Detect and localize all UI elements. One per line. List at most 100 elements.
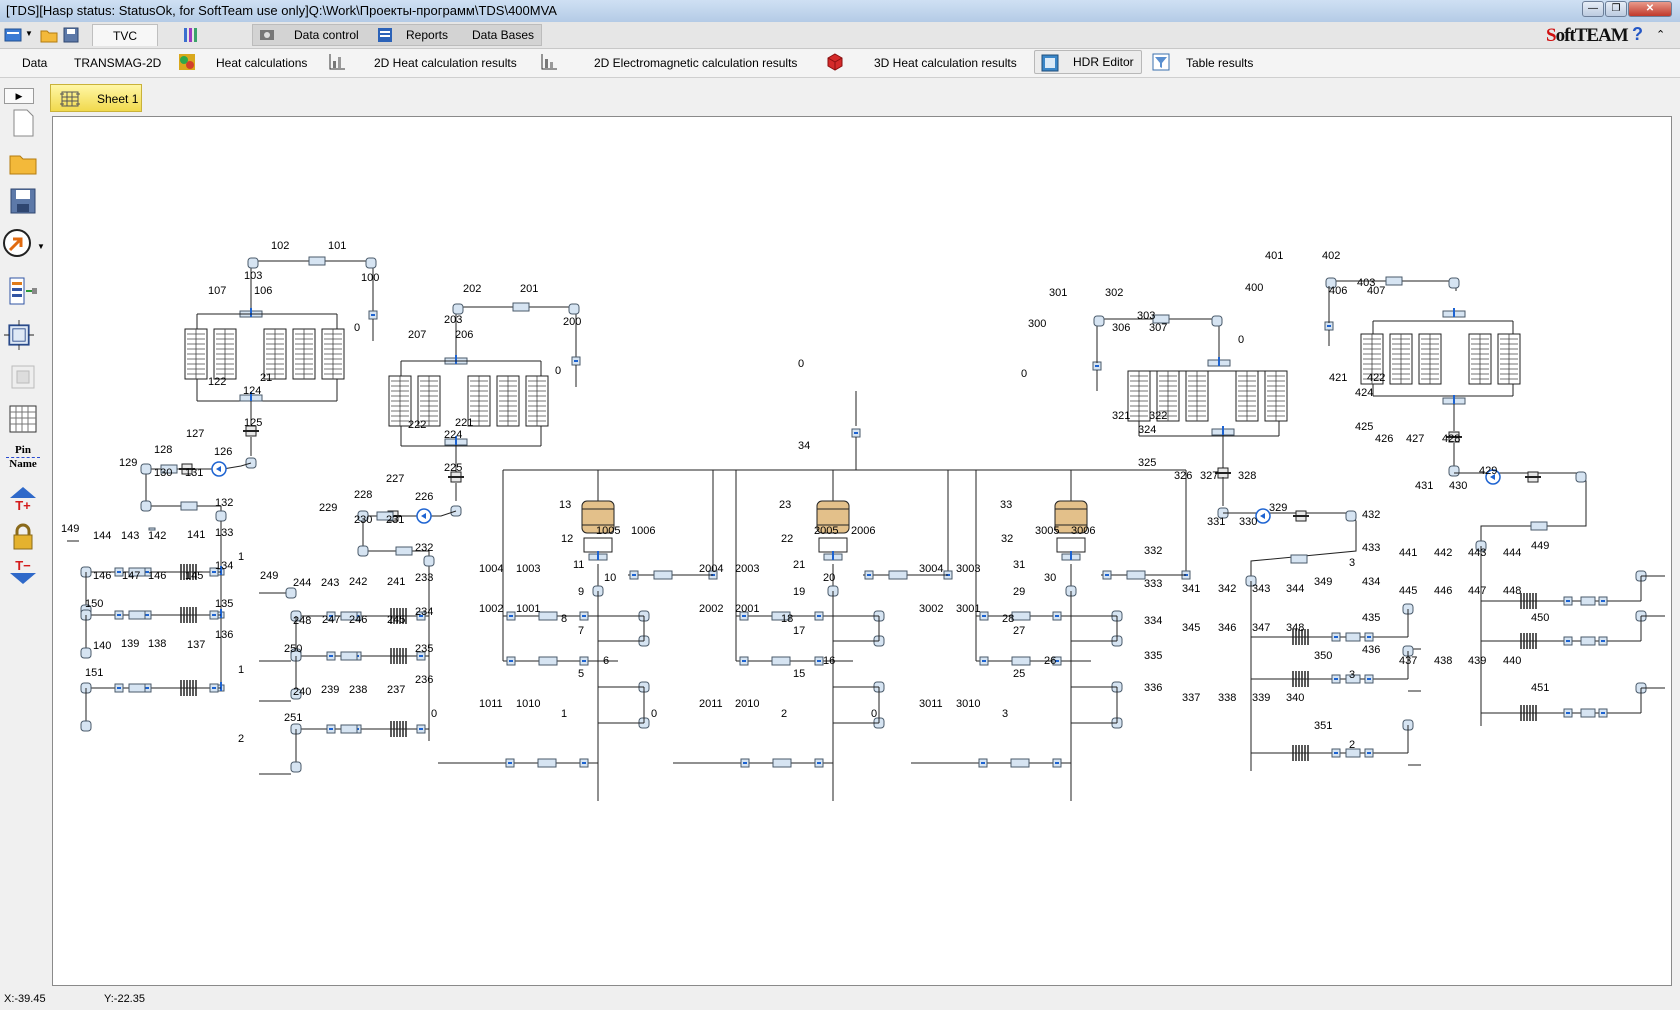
diagram-label: 451	[1531, 682, 1549, 694]
minimize-button[interactable]: —	[1582, 1, 1604, 17]
diagram-label: 3	[1349, 557, 1355, 569]
diagram-label: 2005	[814, 525, 838, 537]
toolbar-3d-heat-results[interactable]: 3D Heat calculation results	[874, 56, 1017, 70]
toolbar-2d-heat-results[interactable]: 2D Heat calculation results	[374, 56, 517, 70]
toolbar-transmag[interactable]: TRANSMAG-2D	[74, 56, 162, 70]
open-folder-icon[interactable]	[40, 27, 58, 43]
tab-sheet-1[interactable]: Sheet 1	[50, 84, 142, 112]
pipe-segment	[148, 527, 156, 531]
diagram-label: 34	[798, 440, 810, 452]
pipe-segment	[1345, 632, 1361, 642]
diagram-label: 1	[561, 708, 567, 720]
save-icon[interactable]	[62, 27, 80, 43]
diagram-label: 447	[1468, 585, 1486, 597]
save-icon[interactable]	[8, 186, 38, 216]
toolbar-data[interactable]: Data	[22, 56, 48, 70]
pipe-segment	[538, 611, 558, 621]
diagram-label: 1006	[631, 525, 655, 537]
diagram-label: 335	[1144, 650, 1162, 662]
diagram-label: 1005	[596, 525, 620, 537]
diagram-label: 249	[260, 570, 278, 582]
diagram-label: 235	[415, 643, 433, 655]
diagram-label: 232	[415, 542, 433, 554]
em-results-icon	[541, 54, 557, 70]
open-folder-icon[interactable]	[8, 148, 38, 178]
diagram-label: 306	[1112, 322, 1130, 334]
temperature-up-button[interactable]: T+	[6, 486, 40, 516]
diagram-label: 431	[1415, 480, 1433, 492]
diagram-label: 17	[793, 625, 805, 637]
diagram-label: 406	[1329, 285, 1347, 297]
toolbar-2d-em-results[interactable]: 2D Electromagnetic calculation results	[594, 56, 798, 70]
menu-data-bases[interactable]: Data Bases	[472, 28, 535, 42]
toolbar-table-results[interactable]: Table results	[1186, 56, 1254, 70]
diagram-label: 26	[1044, 655, 1056, 667]
pipe-line	[1223, 512, 1357, 581]
diagram-label: 324	[1138, 424, 1156, 436]
pump-arrow	[1260, 513, 1265, 519]
diagram-label: 226	[415, 491, 433, 503]
pipe-line	[1454, 472, 1587, 546]
diagram-label: 439	[1468, 655, 1486, 667]
pipe-segment	[537, 758, 557, 768]
grid-icon[interactable]	[8, 404, 38, 434]
menu-reports[interactable]: Reports	[406, 28, 449, 42]
diagram-label: 1	[238, 664, 244, 676]
close-button[interactable]: ✕	[1628, 1, 1672, 17]
diagram-label: 151	[85, 667, 103, 679]
restore-button[interactable]: ❐	[1605, 1, 1627, 17]
diagram-label: 250	[284, 643, 302, 655]
minimize-icon: —	[1588, 3, 1598, 14]
temperature-down-button[interactable]: T−	[6, 558, 40, 588]
new-file-icon[interactable]	[8, 108, 38, 138]
app-menu-icon[interactable]	[4, 27, 22, 43]
pipe-segment	[538, 656, 558, 666]
diagram-label: 128	[154, 444, 172, 456]
heat-map-icon	[179, 54, 195, 70]
diagram-label: 424	[1355, 387, 1373, 399]
collapse-ribbon-icon[interactable]: ⌃	[1656, 29, 1666, 41]
window-title: [TDS][Hasp status: StatusOk, for SoftTea…	[6, 3, 557, 18]
toolbar-heat-calculations[interactable]: Heat calculations	[216, 56, 308, 70]
chevron-right-icon: ▶	[15, 91, 23, 101]
diagram-label: 32	[1001, 533, 1013, 545]
hdr-editor-button[interactable]: HDR Editor	[1034, 50, 1142, 74]
elbow	[357, 510, 369, 522]
diagram-label: 129	[119, 457, 137, 469]
diagram-label: 330	[1239, 516, 1257, 528]
chart-grid-icon[interactable]	[182, 27, 200, 43]
pipe-segment	[1385, 276, 1403, 286]
chevron-down-icon[interactable]: ▼	[37, 242, 45, 251]
diagram-label: 228	[354, 489, 372, 501]
diagram-label: 102	[271, 240, 289, 252]
diagram-label: 321	[1112, 410, 1130, 422]
menu-group	[252, 24, 542, 46]
help-icon[interactable]: ?	[1632, 24, 1643, 44]
pin-label: Pin	[15, 444, 31, 456]
diagram-label: 2006	[851, 525, 875, 537]
expand-panel-button[interactable]: ▶	[4, 88, 34, 104]
pipe-line	[455, 306, 577, 361]
diagram-label: 0	[555, 365, 561, 377]
elbow	[452, 303, 464, 315]
diagram-label: 20	[823, 572, 835, 584]
diagram-label: 1	[238, 551, 244, 563]
pipe-segment	[888, 570, 908, 580]
diagram-label: 0	[1238, 334, 1244, 346]
chevron-down-icon[interactable]: ▼	[25, 29, 33, 38]
select-arrow-icon[interactable]	[2, 228, 32, 258]
diagram-label: 19	[793, 586, 805, 598]
pin-name-toggle[interactable]: Pin Name	[6, 444, 40, 470]
add-row-icon[interactable]	[8, 276, 38, 306]
resize-frame-icon[interactable]	[4, 320, 34, 350]
diagram-label: 1001	[516, 603, 540, 615]
pipe-segment	[1010, 758, 1030, 768]
diagram-label: 224	[444, 429, 462, 441]
tab-tvc[interactable]: TVC	[92, 24, 158, 46]
left-toolbox: ▶ ▼ Pin Name T+ T−	[0, 82, 45, 982]
menu-data-control[interactable]: Data control	[294, 28, 359, 42]
pipe-segment	[1345, 674, 1361, 684]
lock-icon[interactable]	[8, 522, 38, 552]
